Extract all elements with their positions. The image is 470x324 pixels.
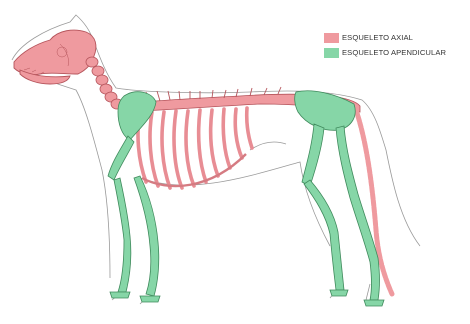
front-leg-near	[134, 176, 159, 296]
humerus	[108, 136, 134, 180]
hind-paw-far	[330, 290, 348, 296]
front-leg-far	[114, 178, 131, 292]
pelvis	[295, 91, 356, 131]
legend-swatch-appendicular	[324, 48, 339, 58]
rib-cage	[138, 108, 252, 188]
femur	[302, 124, 324, 186]
skull	[14, 30, 96, 75]
legend-item-axial: ESQUELETO AXIAL	[324, 31, 446, 44]
legend: ESQUELETO AXIAL ESQUELETO APENDICULAR	[324, 31, 446, 61]
front-paw-near	[140, 296, 160, 302]
hind-paw-near	[364, 300, 384, 306]
front-paw-far	[110, 292, 130, 298]
legend-swatch-axial	[324, 33, 339, 43]
legend-label-appendicular: ESQUELETO APENDICULAR	[342, 48, 446, 57]
cervical-vertebrae	[86, 57, 123, 109]
legend-label-axial: ESQUELETO AXIAL	[342, 33, 413, 42]
legend-item-appendicular: ESQUELETO APENDICULAR	[324, 46, 446, 59]
